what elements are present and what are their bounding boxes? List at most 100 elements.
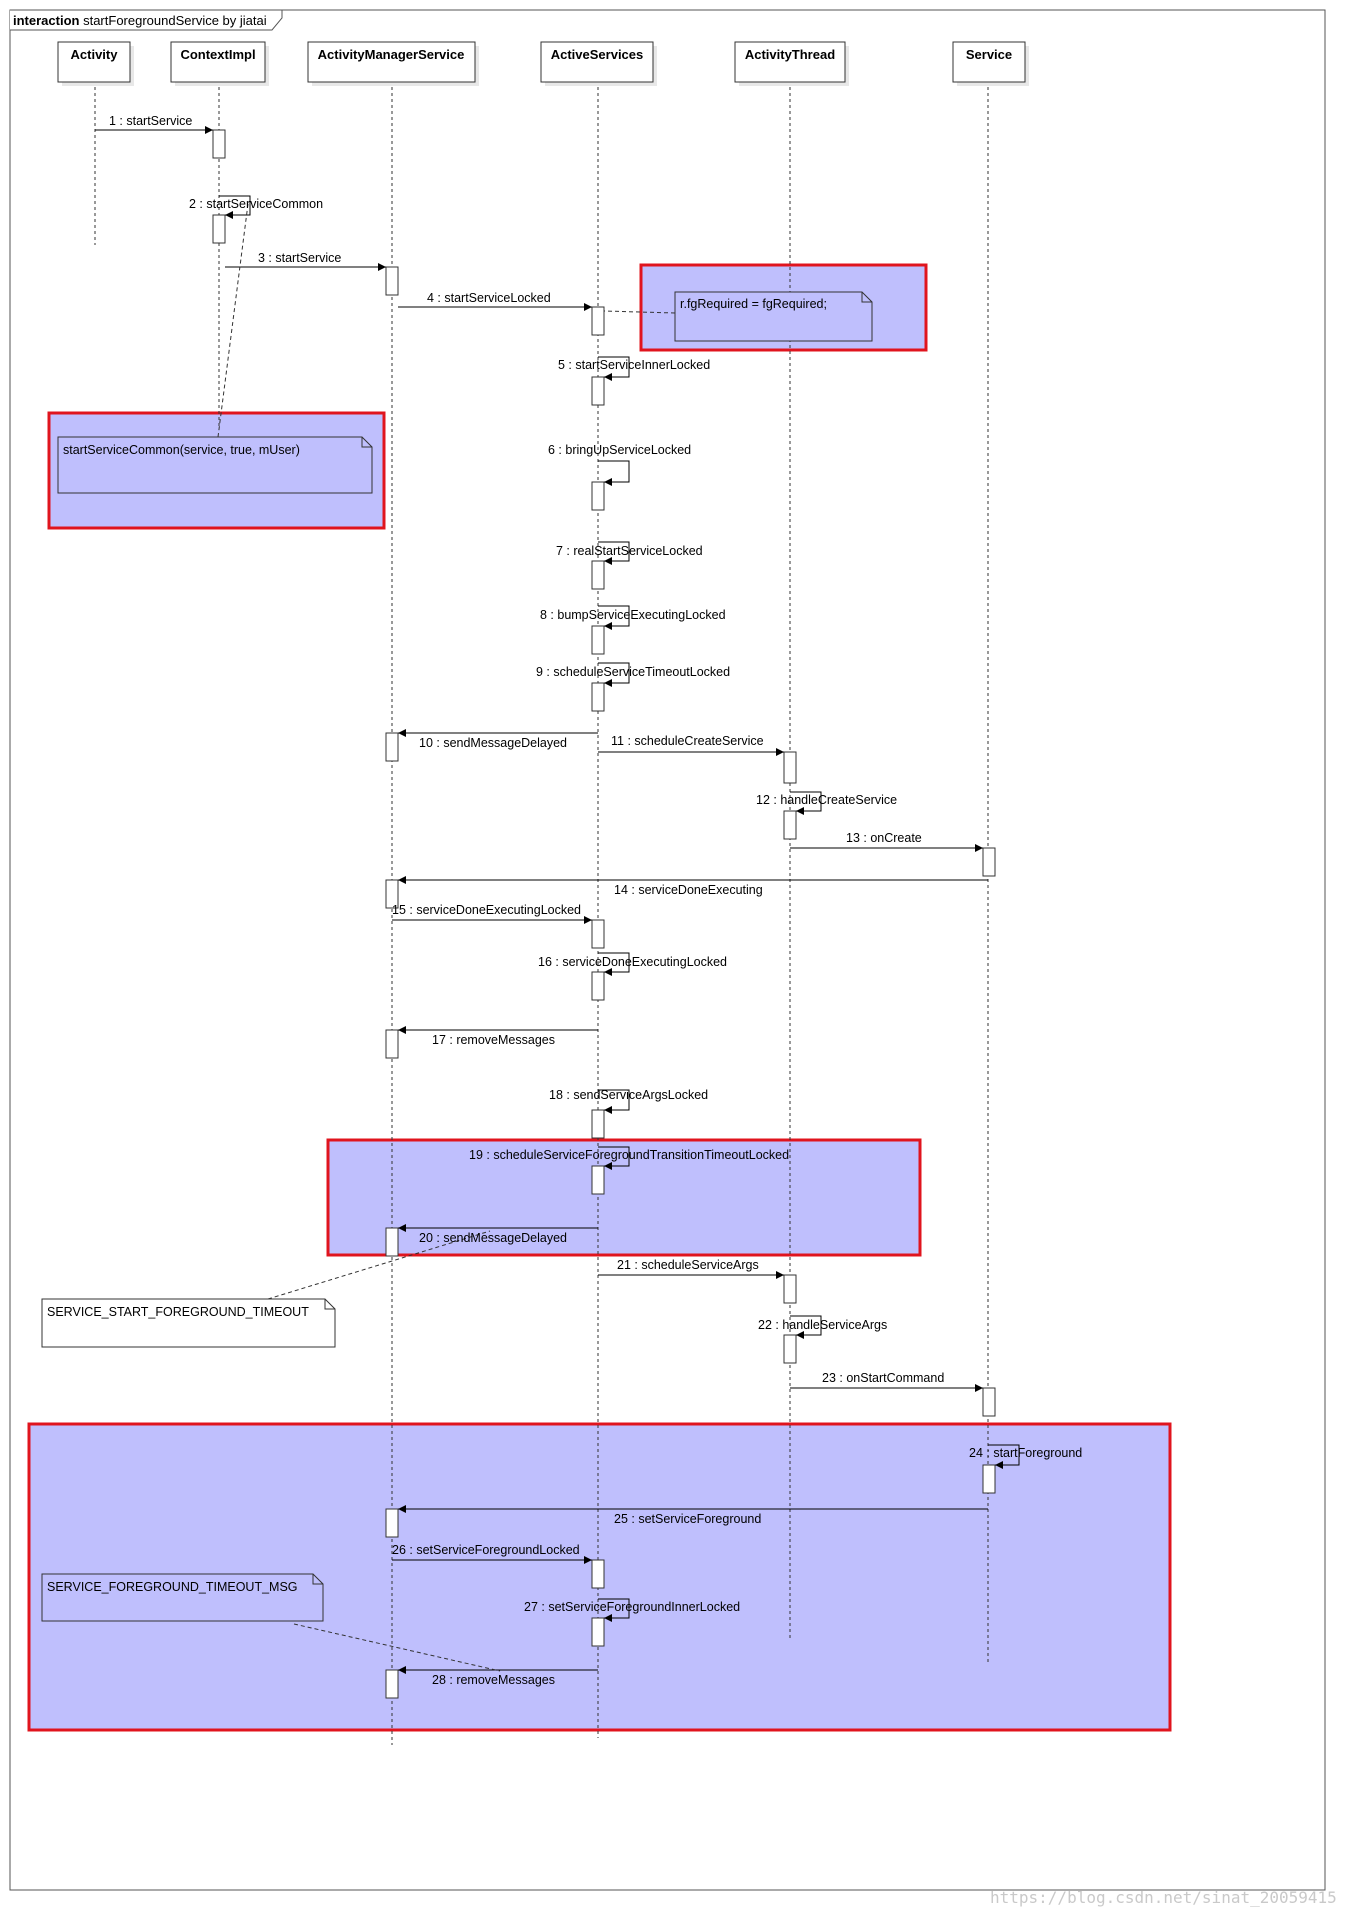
message-label: 8 : bumpServiceExecutingLocked	[540, 608, 726, 622]
message-label: 5 : startServiceInnerLocked	[558, 358, 710, 372]
message-label: 6 : bringUpServiceLocked	[548, 443, 691, 457]
participant-contextimpl: ContextImpl	[170, 41, 269, 86]
activation-bar	[212, 129, 226, 159]
activation-bar	[982, 1387, 996, 1417]
message-label: 22 : handleServiceArgs	[758, 1318, 887, 1332]
self-message-arrow	[988, 1444, 1020, 1469]
activation-bar	[591, 560, 605, 590]
notes: r.fgRequired = fgRequired; startServiceC…	[41, 291, 873, 1622]
participant-activeservices: ActiveServices	[540, 41, 657, 86]
activation-bar	[982, 847, 996, 877]
self-message-arrow	[598, 1146, 630, 1170]
note-anchor-line	[267, 1230, 491, 1300]
self-message-arrow	[598, 1598, 630, 1622]
note-anchor-line	[603, 310, 676, 314]
activation-bar	[591, 481, 605, 511]
participant-heads: Activity ContextImpl ActivityManagerServ…	[57, 41, 1029, 86]
activation-bar	[385, 879, 399, 909]
activation-bar	[385, 266, 399, 296]
message-label: 19 : scheduleServiceForegroundTransition…	[469, 1148, 789, 1162]
message-label: 3 : startService	[258, 251, 341, 265]
participant-service: Service	[952, 41, 1029, 86]
message-label: 23 : onStartCommand	[822, 1371, 944, 1385]
activation-bar	[591, 682, 605, 712]
interaction-frame: interaction startForegroundService by ji…	[9, 9, 1326, 1891]
note-text: SERVICE_FOREGROUND_TIMEOUT_MSG	[47, 1580, 298, 1594]
activation-bars	[212, 129, 996, 1699]
participant-label: ActiveServices	[551, 47, 644, 62]
message-label: 21 : scheduleServiceArgs	[617, 1258, 759, 1272]
self-message-arrow	[790, 1315, 822, 1339]
message-label: 17 : removeMessages	[432, 1033, 555, 1047]
activation-bar	[591, 971, 605, 1001]
message-label: 11 : scheduleCreateService	[611, 734, 764, 748]
participant-activity: Activity	[57, 41, 134, 86]
message-label: 9 : scheduleServiceTimeoutLocked	[536, 665, 730, 679]
highlight-foreground-timeout	[326, 1138, 922, 1257]
message-label: 27 : setServiceForegroundInnerLocked	[524, 1600, 740, 1614]
activation-bar	[591, 919, 605, 949]
message-label: 4 : startServiceLocked	[427, 291, 551, 305]
self-message-arrow	[598, 460, 630, 486]
activation-bar	[591, 376, 605, 406]
activation-bar	[591, 1617, 605, 1647]
message-label: 26 : setServiceForegroundLocked	[392, 1543, 580, 1557]
participant-label: ActivityThread	[745, 47, 835, 62]
frame-title-text: startForegroundService by jiatai	[83, 13, 267, 28]
note-text: SERVICE_START_FOREGROUND_TIMEOUT	[47, 1305, 309, 1319]
note-startservicecommon: startServiceCommon(service, true, mUser)	[57, 436, 373, 494]
self-message-arrow	[598, 952, 630, 976]
message-arrows	[95, 126, 1020, 1674]
activation-bar	[385, 732, 399, 762]
self-message-arrow	[598, 662, 630, 687]
note-anchors	[217, 203, 676, 1672]
note-fg-timeout-msg: SERVICE_FOREGROUND_TIMEOUT_MSG	[41, 1573, 324, 1622]
activation-bar	[591, 306, 605, 336]
participant-activitythread: ActivityThread	[734, 41, 849, 86]
activation-bar	[385, 1669, 399, 1699]
message-label: 28 : removeMessages	[432, 1673, 555, 1687]
activation-bar	[385, 1029, 399, 1059]
self-message-arrow	[790, 791, 822, 815]
participant-ams: ActivityManagerService	[307, 41, 479, 86]
note-text: r.fgRequired = fgRequired;	[680, 297, 827, 311]
activation-bar	[591, 1165, 605, 1195]
message-label: 16 : serviceDoneExecutingLocked	[538, 955, 727, 969]
activation-bar	[591, 1109, 605, 1139]
message-label: 1 : startService	[109, 114, 192, 128]
message-label: 15 : serviceDoneExecutingLocked	[392, 903, 581, 917]
message-label: 25 : setServiceForeground	[614, 1512, 761, 1526]
participant-label: Service	[966, 47, 1012, 62]
message-label: 14 : serviceDoneExecuting	[614, 883, 763, 897]
note-anchor-line	[293, 1623, 501, 1672]
activation-bar	[212, 214, 226, 244]
self-message-arrow	[598, 605, 630, 630]
activation-bar	[783, 1274, 797, 1304]
activation-bar	[591, 625, 605, 655]
note-start-fg-timeout: SERVICE_START_FOREGROUND_TIMEOUT	[41, 1298, 336, 1348]
participant-label: Activity	[71, 47, 119, 62]
frame-title: interaction startForegroundService by ji…	[13, 13, 267, 28]
message-label: 2 : startServiceCommon	[189, 197, 323, 211]
activation-bar	[591, 1559, 605, 1589]
self-message-arrow	[598, 541, 630, 565]
activation-bar	[982, 1464, 996, 1494]
note-fgrequired: r.fgRequired = fgRequired;	[674, 291, 873, 342]
message-label: 12 : handleCreateService	[756, 793, 897, 807]
activation-bar	[783, 751, 797, 784]
frame-keyword: interaction	[13, 13, 80, 28]
message-label: 13 : onCreate	[846, 831, 922, 845]
activation-bar	[783, 810, 797, 840]
message-labels: 1 : startService 2 : startServiceCommon …	[109, 114, 1082, 1687]
message-label: 10 : sendMessageDelayed	[419, 736, 567, 750]
self-message-arrow	[598, 1089, 630, 1114]
activation-bar	[385, 1508, 399, 1538]
activation-bar	[783, 1334, 797, 1364]
note-text: startServiceCommon(service, true, mUser)	[63, 443, 300, 457]
message-label: 18 : sendServiceArgsLocked	[549, 1088, 708, 1102]
self-message-arrow	[598, 356, 630, 381]
watermark: https://blog.csdn.net/sinat_20059415	[990, 1888, 1337, 1907]
participant-label: ContextImpl	[180, 47, 255, 62]
message-label: 24 : startForeground	[969, 1446, 1082, 1460]
